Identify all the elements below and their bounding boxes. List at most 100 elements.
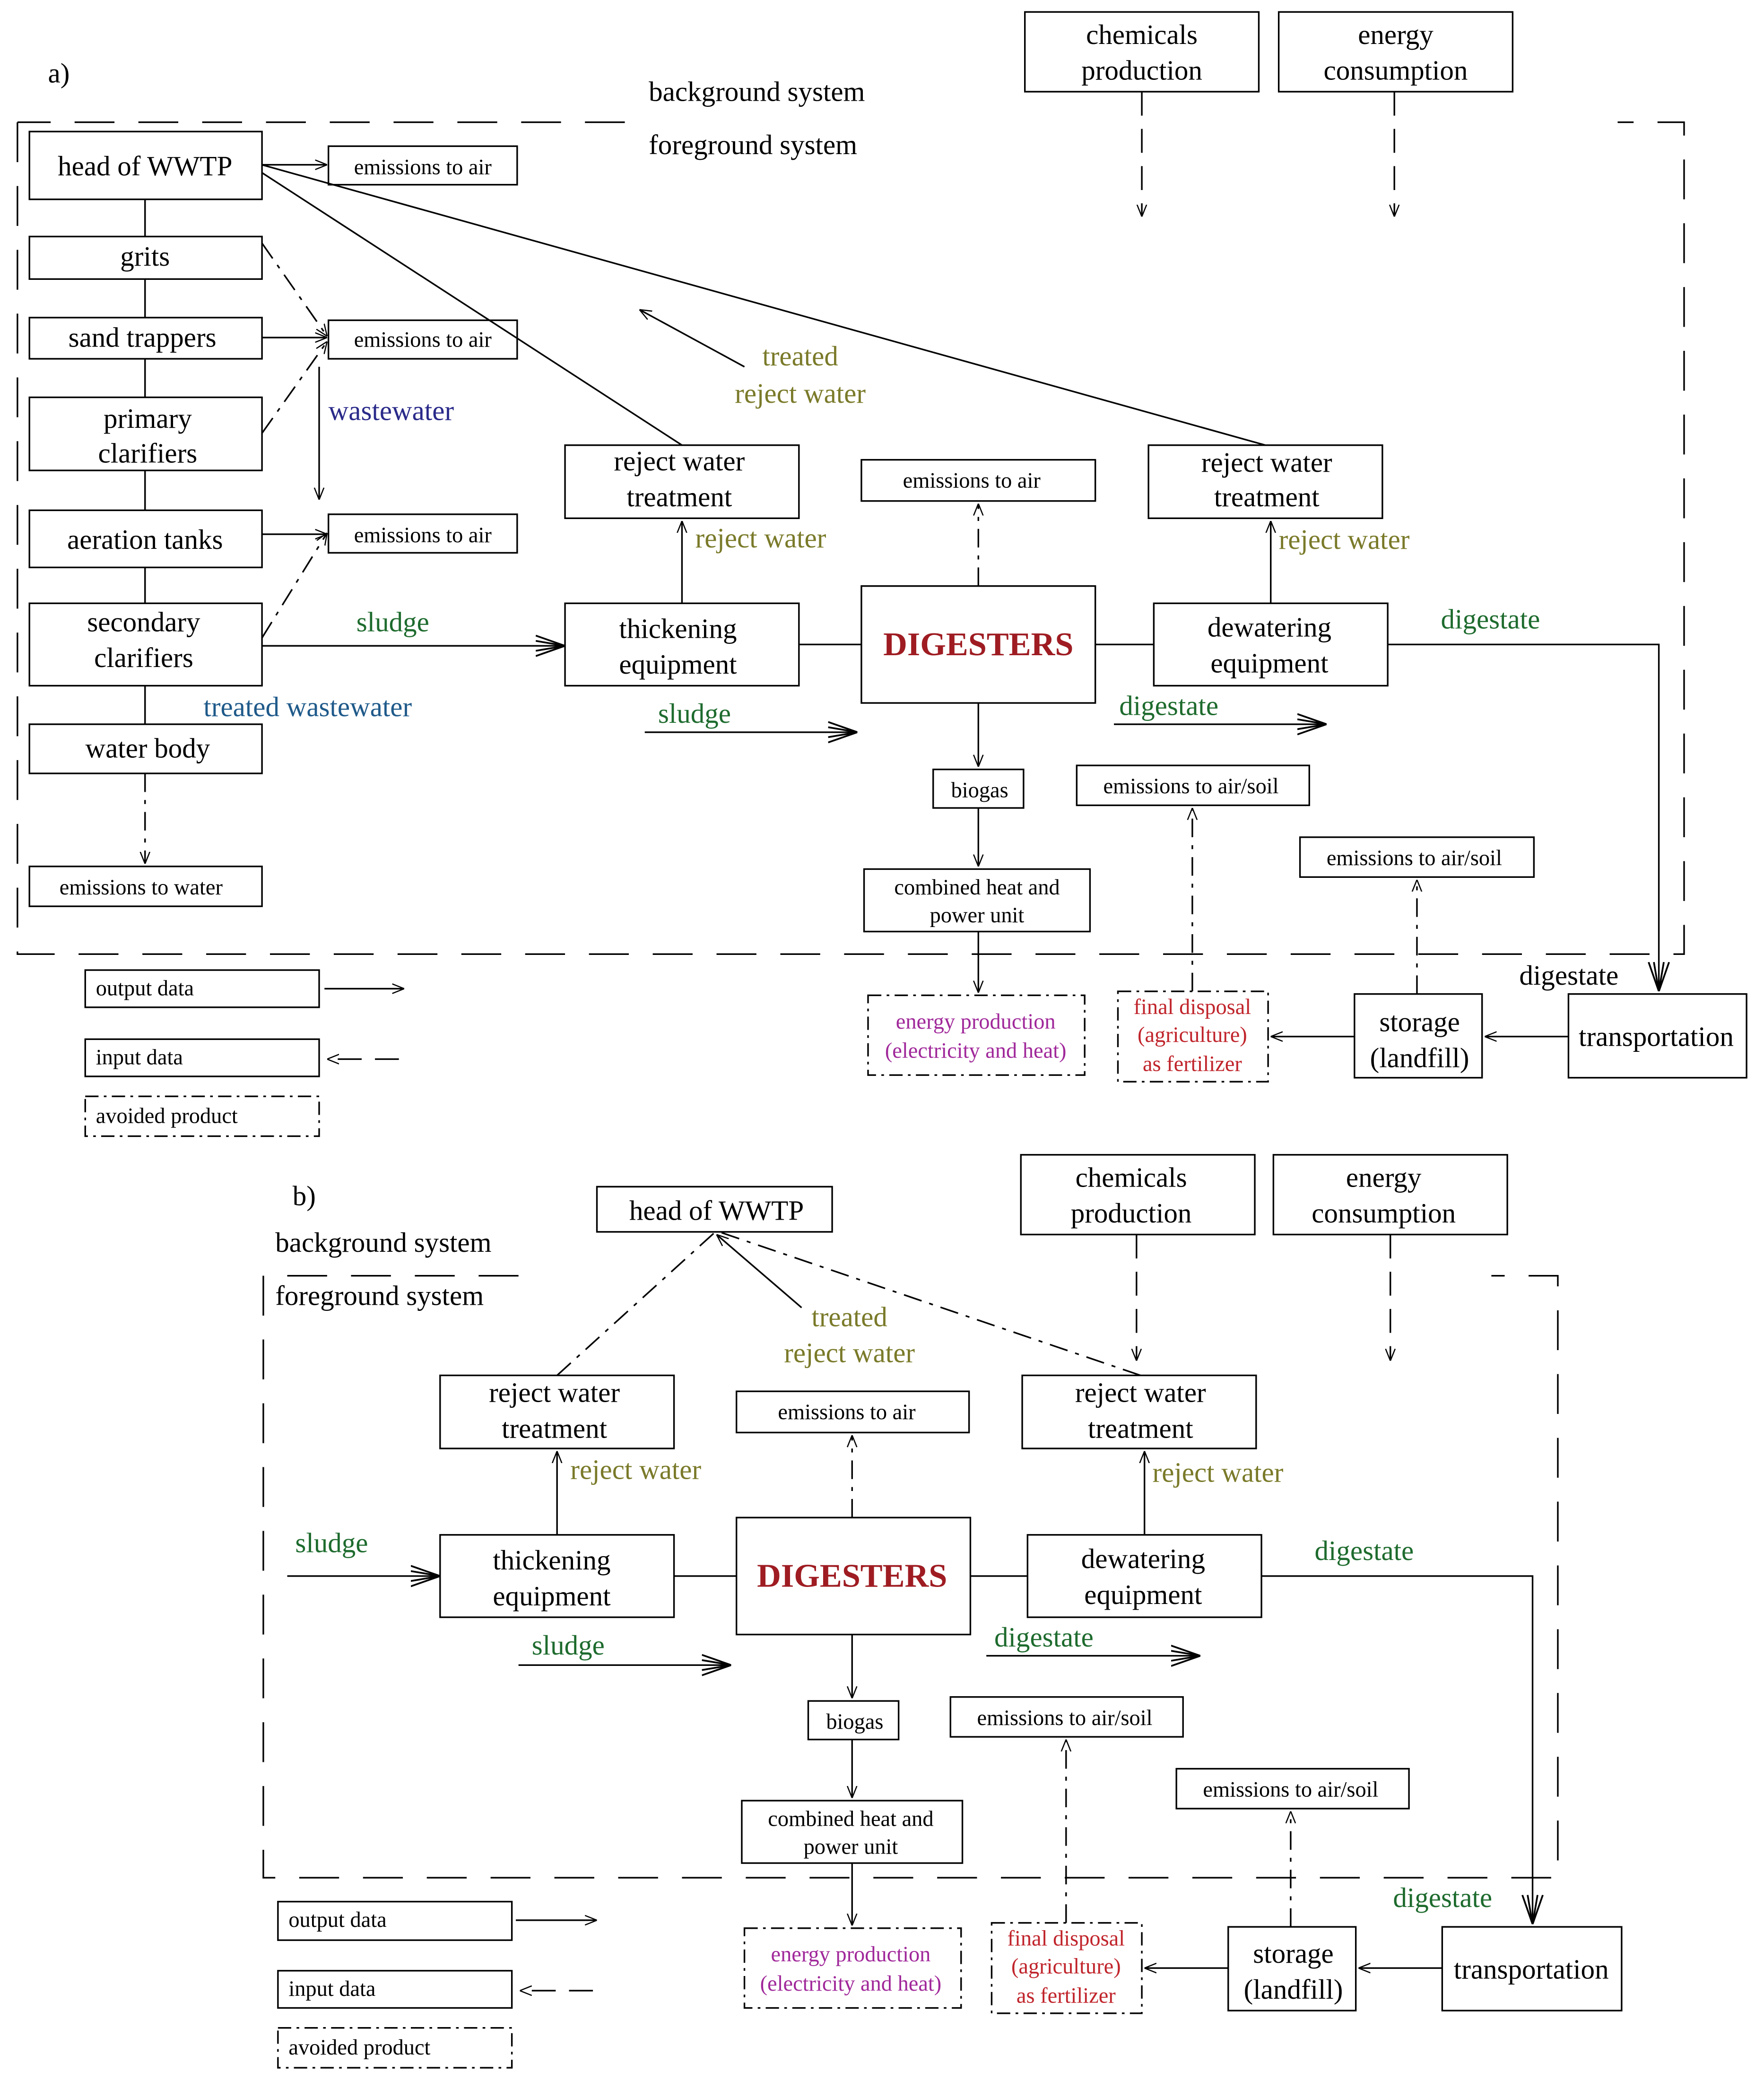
a-grits-label: grits [120, 241, 170, 272]
b-emis-air-label: emissions to air [778, 1400, 916, 1424]
b-emis-air-box [736, 1390, 970, 1434]
a-emis-air1-box [328, 145, 518, 186]
b-emis-soil1-label: emissions to air/soil [977, 1706, 1153, 1730]
a-digestate-label-2: digestate [1119, 690, 1218, 721]
legend-b-avoided-box [277, 2027, 513, 2069]
legend-output-box [84, 969, 320, 1008]
legend-b-input-label: input data [288, 1977, 375, 2001]
a-emis-water-label: emissions to water [60, 875, 223, 900]
b-reject-water-label-1: reject water [570, 1454, 701, 1485]
b-digesters-label: DIGESTERS [757, 1557, 947, 1594]
legend-b-output-label: output data [288, 1908, 386, 1932]
a-treated-wastewater-label: treated wastewater [203, 691, 412, 722]
b-head-label: head of WWTP [629, 1195, 804, 1226]
a-emis-soil1-box [1076, 764, 1310, 806]
a-energyprod-label: energy production(electricity and heat) [885, 1010, 1067, 1063]
a-aeration-label: aeration tanks [67, 524, 223, 555]
b-disposal-box [991, 1922, 1143, 2014]
a-emis-air2-box [328, 319, 518, 360]
legend-avoided-box [84, 1095, 320, 1137]
a-disposal-label: final disposal(agriculture)as fertilizer [1134, 995, 1251, 1076]
a-panel-label: a) [48, 57, 70, 88]
a-energy-box [1277, 11, 1514, 93]
a-emis-soil2-label: emissions to air/soil [1327, 846, 1502, 870]
b-energyprod-label: energy production(electricity and heat) [760, 1942, 942, 1996]
a-sludge-label-2: sludge [658, 698, 731, 729]
b-storage-label: storage(landfill) [1244, 1938, 1343, 2005]
b-digestate-label-3: digestate [1393, 1882, 1492, 1913]
a-system-boundary [17, 121, 1685, 955]
b-digestate-label-1: digestate [1315, 1535, 1414, 1566]
a-wastewater-label: wastewater [329, 395, 454, 426]
b-digestate-label-2: digestate [994, 1621, 1094, 1653]
b-head-box [596, 1186, 833, 1233]
legend-input-label: input data [96, 1046, 183, 1070]
legend-b-avoided-label: avoided product [288, 2036, 430, 2060]
b-emis-soil1-box [949, 1696, 1184, 1738]
b-panel-label: b) [293, 1180, 316, 1212]
legend-b-input-box [277, 1970, 513, 2009]
a-disposal-box [1117, 990, 1269, 1083]
b-background-system-label: background system [275, 1227, 491, 1258]
a-emis-air3-label: emissions to air [354, 523, 492, 547]
b-disposal-label: final disposal(agriculture)as fertilizer [1008, 1926, 1125, 2008]
b-sludge-label-2: sludge [532, 1630, 605, 1661]
a-emis-air3-box [328, 513, 518, 554]
a-sand-label: sand trappers [69, 322, 217, 353]
a-sludge-label-1: sludge [356, 606, 429, 637]
a-background-system-label: background system [649, 76, 865, 107]
b-system-boundary [262, 1274, 1559, 1879]
b-transport-label: transportation [1454, 1954, 1609, 1985]
a-emis-water-box [28, 866, 263, 907]
a-rwt2-box [1147, 444, 1383, 520]
a-transport-label: transportation [1579, 1021, 1734, 1052]
a-head-label: head of WWTP [58, 150, 232, 182]
legend-input-box [84, 1038, 320, 1077]
a-emis-air1-label: emissions to air [354, 155, 492, 179]
b-sludge-label-1: sludge [295, 1527, 368, 1558]
b-reject-water-label-2: reject water [1153, 1456, 1284, 1488]
b-foreground-system-label: foreground system [275, 1280, 484, 1311]
a-emis-soil2-box [1299, 836, 1535, 878]
b-biogas-box [807, 1700, 900, 1741]
a-energyprod-box [867, 994, 1086, 1076]
a-reject-water-label-2: reject water [1279, 524, 1410, 555]
a-digesters-label: DIGESTERS [883, 626, 1073, 663]
legend-output-label: output data [96, 976, 194, 1000]
legend-b-output-box [277, 1900, 513, 1941]
b-chemicals-box [1020, 1154, 1256, 1236]
a-emis-air2-label: emissions to air [354, 328, 492, 352]
b-emis-soil2-box [1175, 1768, 1410, 1810]
a-reject-water-label-1: reject water [695, 522, 826, 554]
b-emis-soil2-label: emissions to air/soil [1203, 1778, 1378, 1802]
b-energyprod-box [743, 1927, 962, 2009]
a-foreground-system-label: foreground system [649, 129, 857, 160]
a-digestate-black-label: digestate [1519, 960, 1618, 991]
a-waterbody-label: water body [85, 732, 210, 763]
a-emis-air4-label: emissions to air [903, 469, 1041, 493]
a-emis-soil1-label: emissions to air/soil [1104, 774, 1279, 798]
a-biogas-label: biogas [951, 779, 1008, 803]
a-storage-label: storage(landfill) [1370, 1006, 1469, 1073]
a-digestate-label-1: digestate [1441, 604, 1540, 635]
a-emis-air4-box [860, 459, 1096, 502]
